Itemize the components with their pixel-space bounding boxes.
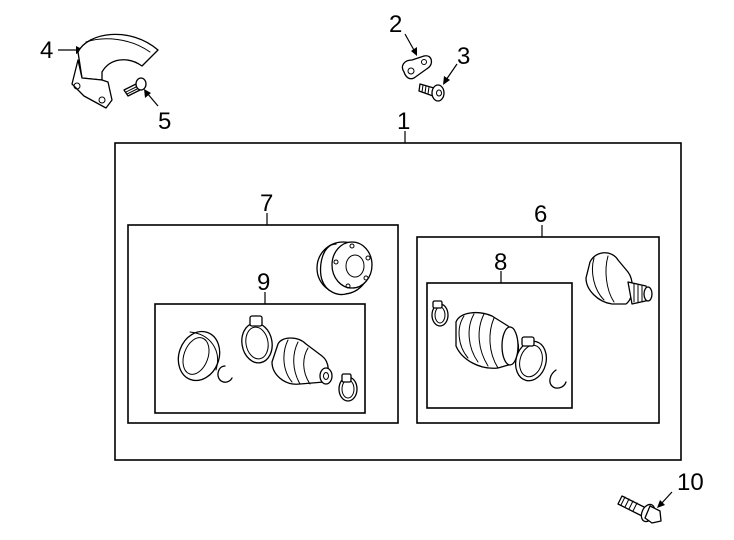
leader-arrow-2 bbox=[404, 33, 417, 56]
callout-7: 7 bbox=[260, 190, 273, 217]
leader-arrow-3 bbox=[443, 63, 458, 85]
leader-arrow-5 bbox=[144, 89, 159, 107]
outer-joint-frame-6 bbox=[416, 236, 660, 424]
flange-bolt-icon bbox=[617, 495, 662, 524]
callout-10: 10 bbox=[677, 469, 704, 496]
callout-4: 4 bbox=[40, 37, 53, 64]
inner-joint-frame-7 bbox=[127, 224, 399, 424]
inner-joint-housing-icon bbox=[316, 241, 373, 296]
callout-8: 8 bbox=[494, 249, 507, 276]
outer-boot-kit-frame-8 bbox=[426, 282, 573, 409]
bolt-icon bbox=[418, 83, 445, 102]
callout-5: 5 bbox=[158, 108, 171, 135]
leader-arrow-10 bbox=[657, 491, 673, 508]
heat-shield-icon bbox=[71, 33, 159, 109]
callout-3: 3 bbox=[457, 43, 470, 70]
outer-boot-kit-icon bbox=[431, 300, 567, 389]
bolt-icon bbox=[123, 77, 147, 97]
assembly-frame-1 bbox=[114, 142, 682, 461]
callout-9: 9 bbox=[257, 269, 270, 296]
inner-boot-kit-frame-9 bbox=[154, 303, 366, 414]
callout-2: 2 bbox=[389, 11, 402, 38]
lock-plate-icon bbox=[401, 55, 433, 80]
callout-1: 1 bbox=[397, 108, 410, 135]
inner-boot-kit-icon bbox=[177, 315, 358, 402]
outer-joint-icon bbox=[585, 252, 653, 305]
callout-6: 6 bbox=[534, 201, 547, 228]
